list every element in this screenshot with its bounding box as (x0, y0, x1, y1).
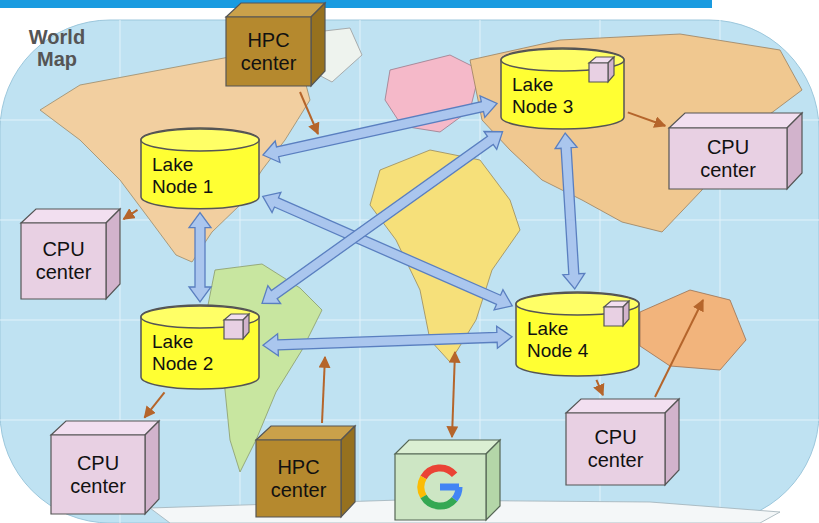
cpu-cube-front (21, 223, 106, 299)
compute-link (144, 392, 164, 417)
center-label: HPC center (262, 456, 336, 502)
node-label: Lake Node 2 (152, 331, 232, 375)
hpc-cube-side (341, 426, 355, 517)
hpc-cube-top (226, 3, 325, 17)
hpc-cube: HPC center (255, 425, 356, 518)
australia (640, 290, 746, 370)
ocean (0, 20, 819, 523)
text-block: CPU center (61, 452, 135, 498)
mini-cube-front (604, 307, 623, 326)
double-block-arrow (263, 96, 497, 163)
cpu-cube-top (51, 421, 159, 435)
hpc-cube: HPC center (225, 2, 326, 87)
text-block: Lake Node 1 (152, 154, 232, 198)
lake-cylinder: Lake Node 2 (140, 305, 260, 390)
text-block: CPU center (691, 136, 765, 182)
compute-link (124, 210, 138, 219)
compute-link (596, 380, 602, 395)
header-bar (0, 0, 712, 8)
cpu-cube: CPU center (20, 208, 121, 300)
double-block-arrow (263, 326, 512, 356)
cpu-cube: CPU center (50, 420, 160, 515)
map-title: World Map (14, 26, 100, 70)
cpu-cube-side (665, 399, 679, 485)
text-block: Lake Node 2 (152, 331, 232, 375)
google-logo-yellow (421, 478, 424, 497)
cpu-cube-top (21, 209, 120, 223)
cylinder-body (141, 305, 259, 389)
center-label: CPU center (27, 238, 101, 284)
node-label: Lake Node 3 (512, 74, 592, 118)
center-label: CPU center (691, 136, 765, 182)
mini-cube-front (224, 320, 243, 339)
text-block: CPU center (579, 426, 653, 472)
leader-arrow (655, 300, 703, 397)
node-label: Lake Node 4 (527, 318, 607, 362)
google-logo-bar (440, 484, 459, 491)
mini-cube-side (623, 301, 629, 326)
google-cube-front (395, 454, 486, 520)
google-logo-green (424, 497, 455, 507)
mini-cube-side (243, 314, 249, 339)
cpu-cube-side (106, 209, 120, 299)
hpc-cube-front (226, 17, 311, 86)
lake-cylinder: Lake Node 3 (500, 48, 625, 130)
google-logo-red (424, 468, 455, 478)
cpu-cube-side (787, 113, 802, 189)
center-label: CPU center (61, 452, 135, 498)
double-block-arrow (262, 131, 503, 303)
cylinder-top (141, 129, 259, 151)
cylinder-body (516, 292, 639, 376)
hpc-cube-top (256, 426, 355, 440)
node-label: Lake Node 1 (152, 154, 232, 198)
cpu-cube-front (51, 435, 145, 514)
mini-cube-front (589, 63, 608, 82)
compute-link (628, 112, 665, 125)
hpc-cube-side (311, 3, 325, 86)
double-block-arrow (189, 213, 211, 302)
cpu-cube-top (669, 113, 802, 128)
cpu-cube: CPU center (565, 398, 680, 486)
google-cube-side (486, 440, 500, 520)
leader-arrow (300, 92, 318, 134)
cylinder-body (501, 48, 624, 129)
lake-cylinder: Lake Node 1 (140, 128, 260, 210)
cpu-cube: CPU center (668, 112, 803, 190)
double-block-arrow (555, 133, 585, 289)
center-label: CPU center (579, 426, 653, 472)
leader-arrow (452, 352, 455, 437)
cylinder-body (141, 128, 259, 209)
mini-cube (604, 301, 629, 326)
text-block: CPU center (27, 238, 101, 284)
google-cube-top (395, 440, 500, 454)
lake-cylinder: Lake Node 4 (515, 292, 640, 377)
mini-cube (224, 314, 249, 339)
text-block: HPC center (262, 456, 336, 502)
cpu-cube-front (669, 128, 787, 189)
cpu-cube-side (145, 421, 159, 514)
cpu-cube-top (566, 399, 679, 413)
text-block: HPC center (232, 29, 306, 75)
mini-cube (589, 57, 614, 82)
text-block: Lake Node 4 (527, 318, 607, 362)
graticule (0, 20, 819, 523)
center-label: HPC center (232, 29, 306, 75)
hpc-cube-front (256, 440, 341, 517)
cpu-cube-front (566, 413, 665, 485)
asia (470, 34, 802, 232)
google-logo (421, 468, 459, 506)
leader-arrow (322, 357, 325, 423)
text-block: Lake Node 3 (512, 74, 592, 118)
mini-cube-side (608, 57, 614, 82)
